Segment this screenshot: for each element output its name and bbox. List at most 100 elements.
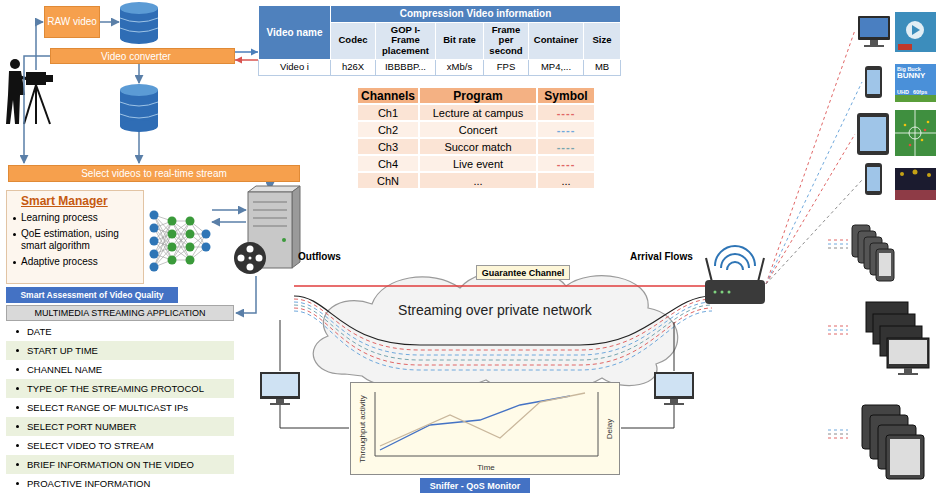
database-icon [120, 120, 158, 132]
cloud-outline [313, 269, 677, 391]
box-text: Smart Assessment of Video Quality [20, 290, 163, 300]
cell-text: Video name [267, 27, 323, 38]
device-stack [879, 253, 891, 276]
connector-arrow [235, 57, 258, 64]
text-label: Arrival Flows [630, 251, 693, 262]
table-cell: Container [529, 22, 584, 60]
list-item: PROACTIVE INFORMATION [6, 474, 234, 493]
neural-network [186, 230, 195, 239]
device-icon [858, 16, 890, 40]
bullet-dot [16, 482, 19, 485]
bullet-dot [16, 349, 19, 352]
table-row: Video nameCompression Video information [259, 6, 621, 23]
device-links [828, 244, 848, 245]
arrow-head [235, 57, 242, 64]
router-icon [758, 258, 764, 282]
device-icon [860, 18, 888, 37]
device-icon [857, 113, 889, 155]
bullet-dot [16, 330, 19, 333]
list-item: CHANNEL NAME [6, 360, 234, 379]
device-links [828, 330, 848, 331]
video-thumbnail [906, 21, 924, 39]
channel-label: Guarantee Channel [476, 265, 570, 280]
device-stack [898, 373, 918, 375]
device-icon [867, 167, 880, 191]
table-cell: Compression Video information [331, 6, 621, 23]
monitor-chart: Throughput activityDelayTime [350, 382, 620, 475]
table-cell: ... [419, 172, 537, 189]
video-thumbnail [904, 121, 930, 142]
device-links [828, 326, 848, 327]
neural-network [168, 256, 177, 265]
arrow-head [251, 49, 258, 56]
camera-operator [35, 85, 37, 124]
cloud-text: Streaming over private network [394, 302, 596, 318]
cell-text: Video i [280, 61, 309, 72]
box-text: Video converter [101, 51, 171, 62]
database-icon [120, 102, 158, 118]
server-icon [253, 202, 287, 226]
flow-arrow [236, 276, 256, 313]
box-text: MULTIMEDIA STREAMING APPLICATION [34, 308, 205, 318]
flow-arrow [138, 64, 140, 83]
device-links [766, 30, 862, 438]
camera-operator [36, 85, 50, 124]
table-cell: Ch3 [357, 138, 419, 155]
device-stack [887, 338, 929, 368]
device-links [828, 240, 848, 241]
list-item: SELECT RANGE OF MULTICAST IPs [6, 398, 234, 417]
item-text: SELECT PORT NUMBER [27, 421, 136, 432]
neural-network [150, 224, 159, 233]
video-thumbnail [921, 139, 924, 142]
cell-text: xMb/s [447, 61, 472, 72]
device-stack [889, 340, 927, 364]
flow-arrow [212, 221, 246, 223]
device-icon [865, 163, 882, 195]
monitor-icon [670, 399, 678, 403]
item-text: SELECT VIDEO TO STREAM [27, 440, 154, 451]
device-icon [865, 66, 882, 98]
chart-plot [350, 382, 620, 475]
server-icon [248, 186, 300, 192]
device-links [828, 438, 848, 439]
item-text: DATE [27, 326, 52, 337]
process-box: RAW video [44, 6, 100, 38]
server-icon [256, 255, 263, 262]
bullet-dot [13, 233, 16, 236]
chart-plot [380, 393, 585, 446]
item-text: SELECT RANGE OF MULTICAST IPs [27, 402, 188, 413]
camera-operator [6, 59, 53, 124]
neural-network [150, 211, 159, 220]
table-cell: Ch1 [357, 104, 419, 121]
table-cell: Codec [331, 22, 376, 60]
table-cell: ChN [357, 172, 419, 189]
neural-network [186, 243, 195, 252]
process-bar: Video converter [50, 48, 235, 64]
video-thumbnail [913, 170, 918, 175]
server-icon [234, 242, 266, 274]
neural-network [150, 211, 211, 272]
box-text: Select videos to real-time stream [81, 168, 227, 179]
device-stack [886, 435, 924, 479]
video-thumbnail [895, 168, 936, 200]
server-icon [247, 264, 254, 271]
list-item: START UP TIME [6, 341, 234, 360]
table-cell: Video name [259, 6, 331, 60]
router-icon [705, 280, 765, 304]
table-cell: ---- [537, 138, 595, 155]
video-thumbnail [895, 110, 936, 156]
monitor-icon [656, 374, 692, 396]
stream-flows [294, 285, 712, 287]
device-stack [876, 249, 894, 281]
server-icon [249, 257, 252, 260]
table-cell: ---- [537, 155, 595, 172]
video-thumbnail [927, 173, 931, 177]
device-stack [904, 368, 912, 373]
neural-network [168, 217, 177, 226]
monitor-icon [270, 403, 290, 405]
network-cloud: Streaming over private network [300, 262, 690, 388]
cell-text: h26X [342, 61, 364, 72]
flow-arrow [24, 56, 50, 163]
header-band: MULTIMEDIA STREAMING APPLICATION [6, 305, 234, 321]
bullet-dot [13, 217, 16, 220]
